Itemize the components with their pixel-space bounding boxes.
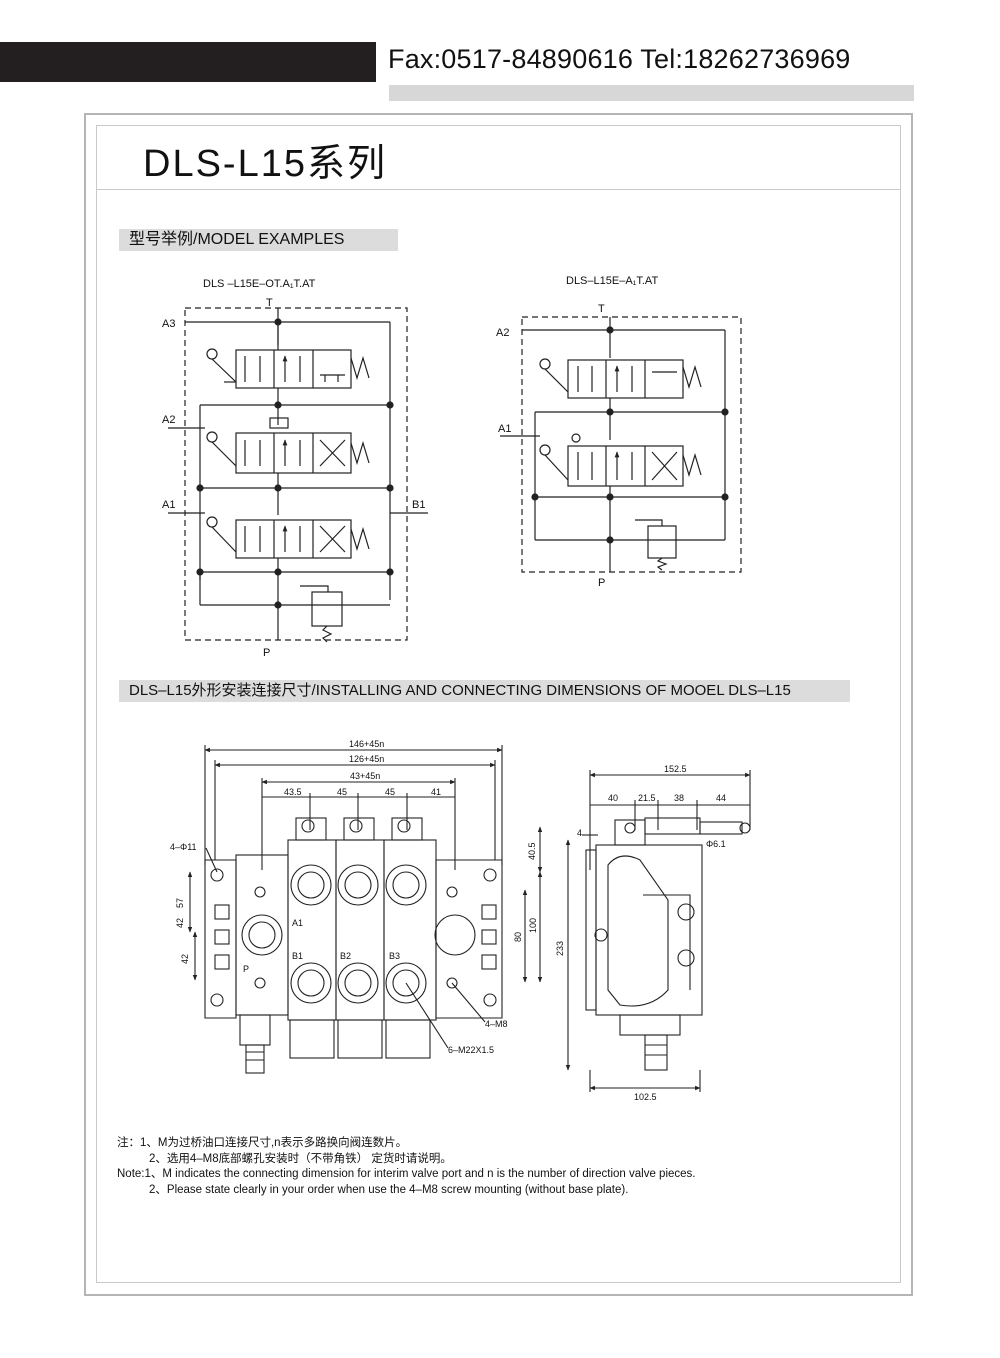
dim-side-102-5: 102.5 [634,1092,657,1102]
port-label-a1-right: A1 [498,423,511,435]
dim-holes: 4–Φ11 [170,842,197,852]
note-en-1: Note:1、M indicates the connecting dimens… [117,1168,696,1180]
dim-57: 57 [175,898,185,908]
dim-mid: 126+45n [349,754,384,764]
port-label-a1: A1 [162,499,175,511]
schematic-right-labels: DLS–L15E–A₁T.AT T A2 A1 P [496,275,658,589]
side-body [595,844,703,1016]
port-label-front-b1: B1 [292,951,303,961]
dim-side-40: 40 [608,793,618,803]
front-view-drawing [187,745,543,1074]
contact-info: Fax:0517-84890616 Tel:18262736969 [388,44,851,74]
dim-80: 80 [513,932,523,942]
front-inlet-block [235,854,289,1016]
dim-side-4: 4 [577,828,582,838]
port-label-a2: A2 [162,414,175,426]
dim-side-233: 233 [555,941,565,956]
valve-section-r2 [539,358,702,399]
front-section-2 [335,839,385,1021]
dim-42a: 42 [175,918,185,928]
dim-100: 100 [528,918,538,933]
side-plate [585,849,597,1011]
dim-seg4: 41 [431,787,441,797]
valve-section-2 [168,417,370,474]
dim-side-overall: 152.5 [664,764,687,774]
port-label-front-p: P [243,964,249,974]
section-heading-dimensions: DLS–L15外形安装连接尺寸/INSTALLING AND CONNECTIN… [119,680,850,702]
front-end-plate-left [204,859,237,1019]
port-label-t: T [266,297,273,309]
page-frame-outer [84,113,913,1296]
port-label-front-b3: B3 [389,951,400,961]
note-cn-2: 2、选用4–M8底部螺孔安装时（不带角铁） 定货时请说明。 [149,1152,452,1165]
port-label-a2-right: A2 [496,327,509,339]
dim-side-21-5: 21.5 [638,793,656,803]
side-view-drawing [565,770,751,1092]
dim-overall: 146+45n [349,739,384,749]
port-label-t-right: T [598,303,605,315]
header-dark-bar [0,42,376,82]
dim-seg1: 43.5 [284,787,302,797]
note-cn-1: 注：1、M为过桥油口连接尺寸,n表示多路换向阀连数片。 [117,1137,408,1149]
front-view-dimensions: 146+45n 126+45n 43+45n 43.5 45 45 41 4–Φ… [170,739,538,1055]
dim-m22: 6–M22X1.5 [448,1045,494,1055]
port-label-p-right: P [598,577,605,589]
page-frame-inner [96,125,901,1283]
port-label-front-b2: B2 [340,951,351,961]
schematic-right-boundary [521,316,742,573]
port-label-p: P [263,647,270,659]
valve-section-3 [206,322,370,389]
dim-seg3: 45 [385,787,395,797]
dim-seg2: 45 [337,787,347,797]
header-grey-bar [389,85,914,101]
port-label-b1: B1 [412,499,425,511]
title-divider [96,189,901,190]
page-title: DLS-L15系列 [143,143,387,185]
dim-side-44: 44 [716,793,726,803]
schematic-right-model: DLS–L15E–A₁T.AT [566,275,658,287]
schematic-left [168,307,428,643]
schematic-left-model: DLS –L15E–OT.A₁T.AT [203,278,316,290]
valve-section-r1 [500,433,702,487]
port-label-a3: A3 [162,318,175,330]
side-view-dimensions: 152.5 40 21.5 38 44 4 Φ6.1 233 102.5 [555,764,726,1102]
relief-valve-left [311,591,343,627]
front-section-3 [383,839,437,1021]
schematic-right [500,316,742,573]
valve-section-1 [168,512,428,559]
dim-side-phi: Φ6.1 [706,839,726,849]
schematic-left-boundary [184,307,408,641]
section-heading-model-examples: 型号举例/MODEL EXAMPLES [119,229,398,251]
notes: 注：1、M为过桥油口连接尺寸,n表示多路换向阀连数片。 2、选用4–M8底部螺孔… [117,1136,696,1198]
relief-valve-right [647,525,677,559]
note-en-2: 2、Please state clearly in your order whe… [149,1183,629,1196]
port-label-front-a1: A1 [292,918,303,928]
dim-inner: 43+45n [350,771,380,781]
dim-40-5: 40.5 [527,842,537,860]
schematic-left-labels: DLS –L15E–OT.A₁T.AT T A3 A2 A1 B1 P [162,278,425,659]
dim-side-38: 38 [674,793,684,803]
dim-m8: 4–M8 [485,1019,508,1029]
dim-42b: 42 [180,954,190,964]
